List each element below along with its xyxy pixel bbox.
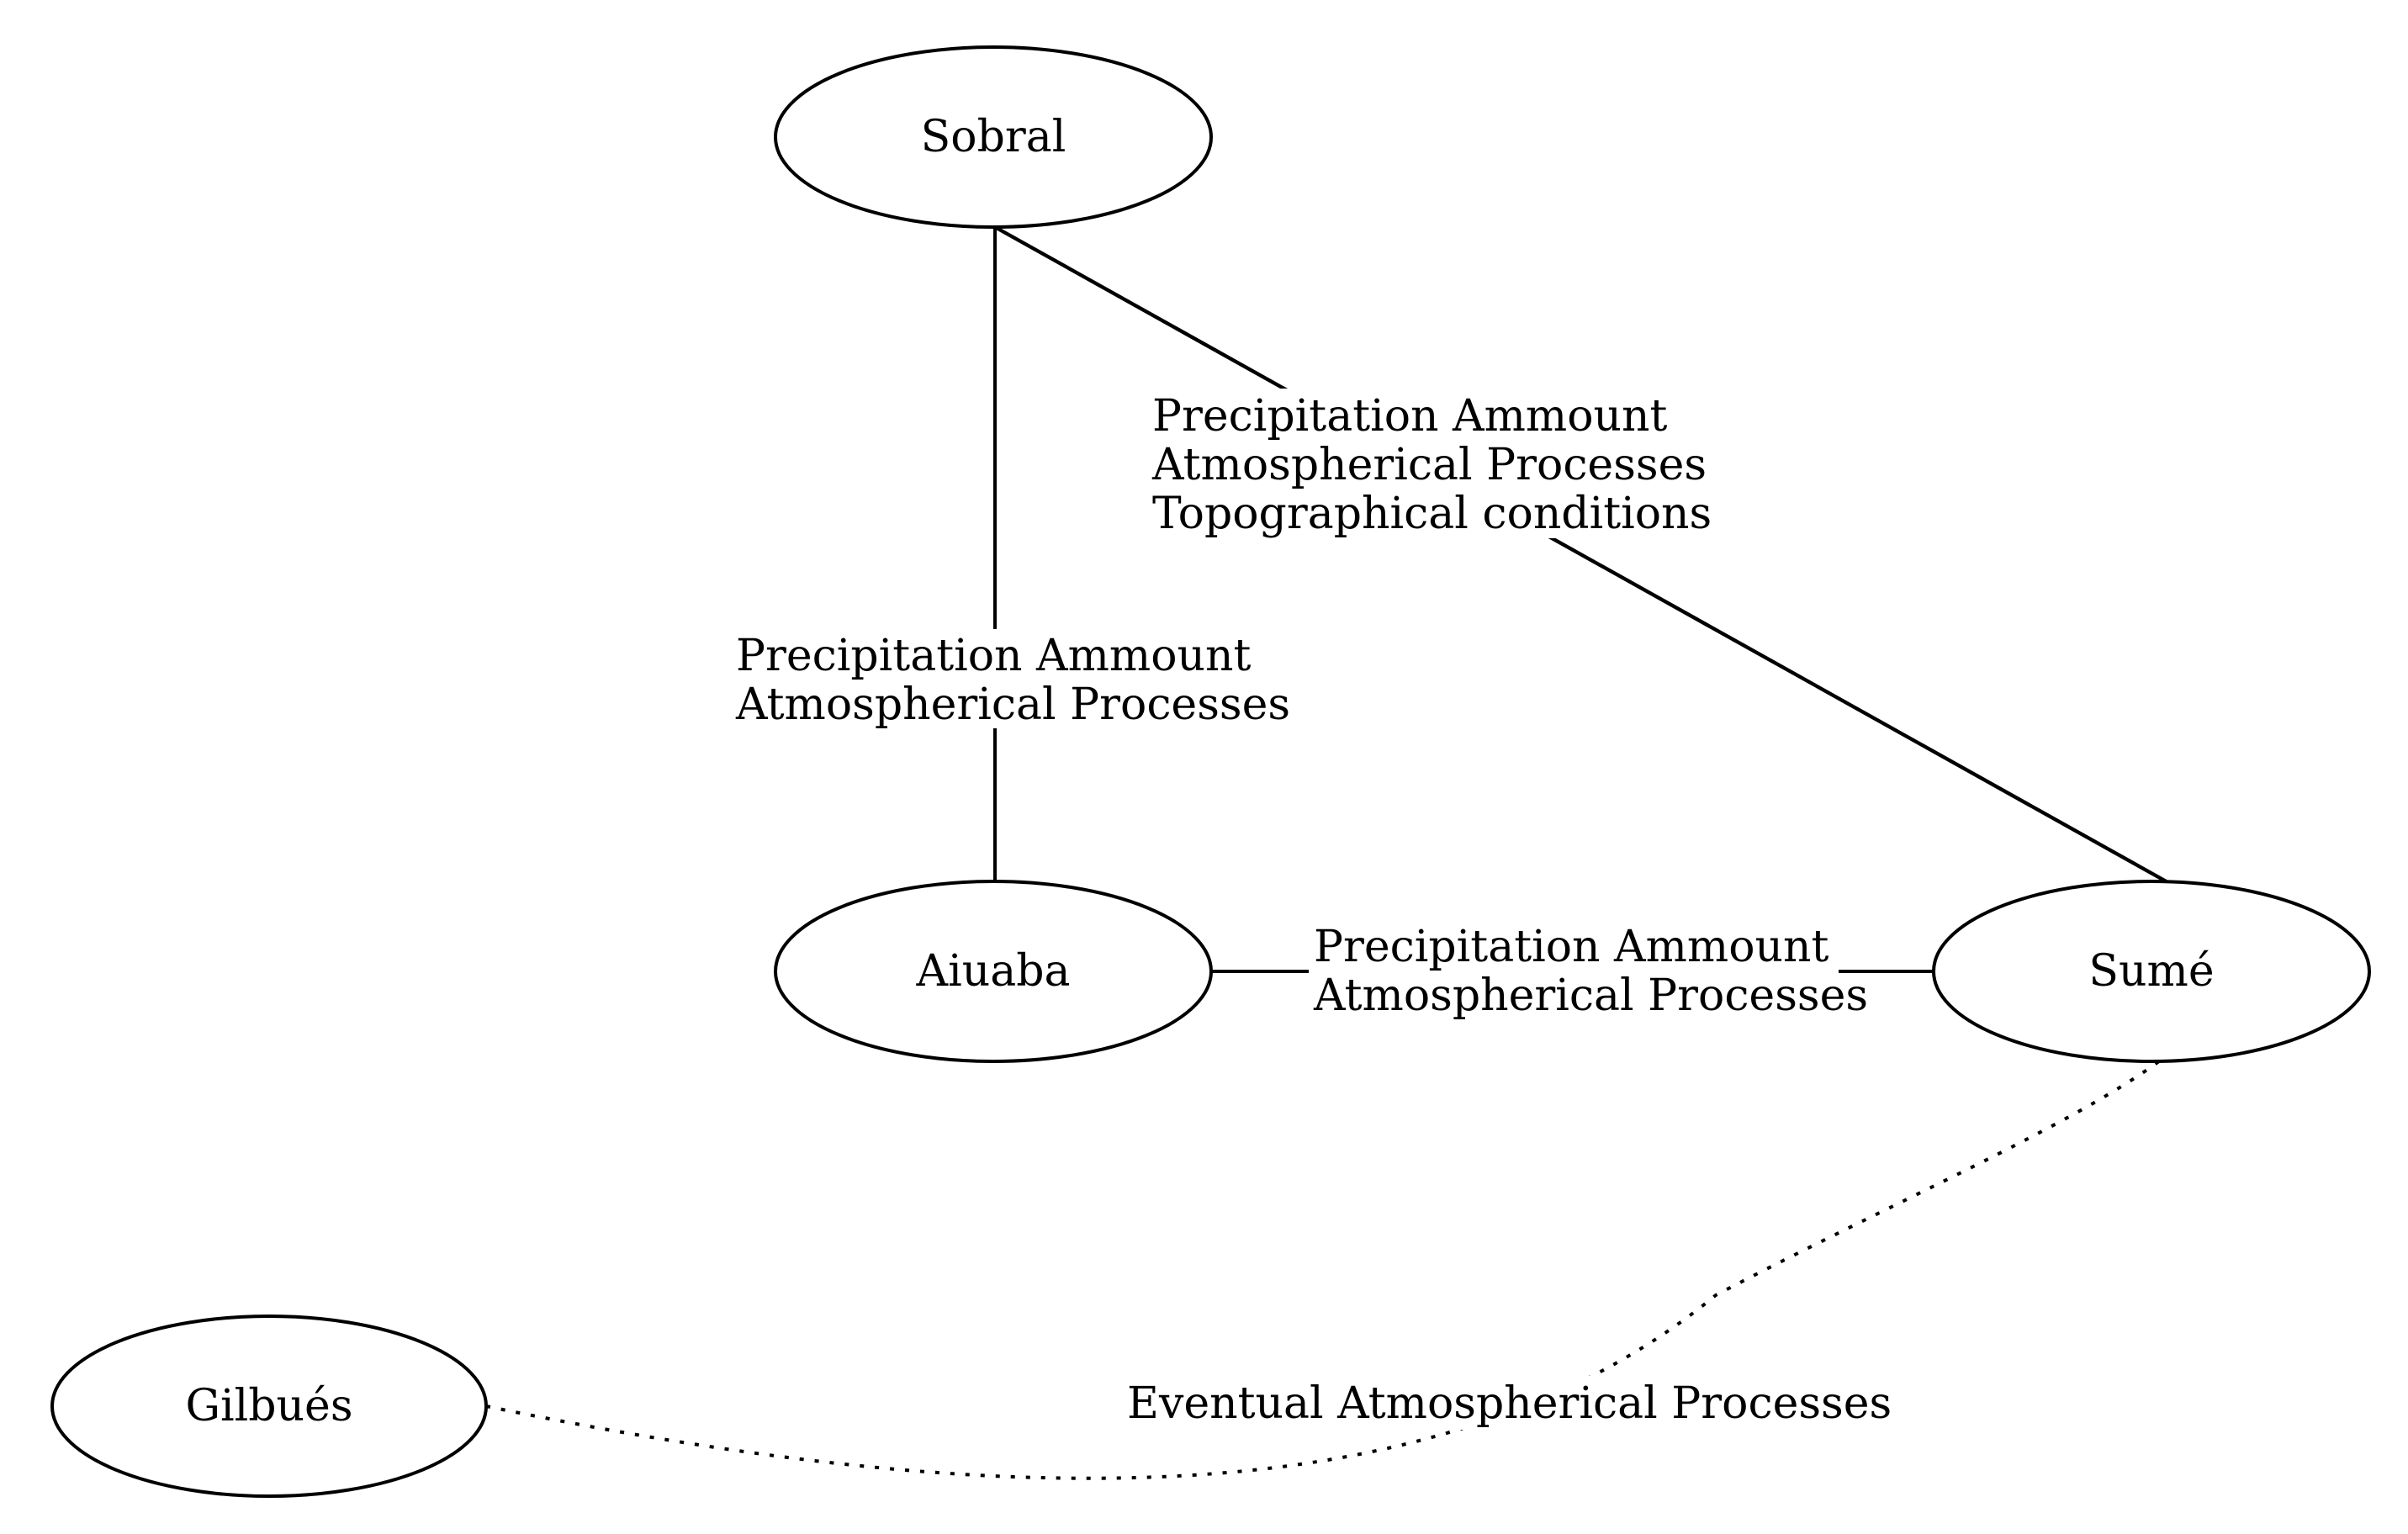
edge-label-bg-sobral-aiuaba	[730, 629, 1260, 728]
node-label-aiuaba: Aiuaba	[916, 946, 1071, 997]
edge-label-line: Topographical conditions	[1152, 489, 1712, 539]
edge-label-line: Eventual Atmospherical Processes	[1127, 1378, 1892, 1429]
node-label-gilbues: Gilbués	[185, 1381, 352, 1431]
node-label-sobral: Sobral	[921, 112, 1066, 162]
node-sobral: Sobral	[774, 45, 1213, 229]
edge-label-gilbues-sume: Eventual Atmospherical Processes	[1127, 1378, 1892, 1429]
edge-label-bg-sobral-sume	[1148, 389, 1691, 538]
edge-sobral-sume	[990, 224, 2174, 886]
edge-label-line: Atmospherical Processes	[735, 680, 1290, 730]
edge-label-line: Atmospherical Processes	[1151, 440, 1707, 490]
edge-label-aiuaba-sume: Precipitation Ammount Atmospherical Proc…	[1313, 922, 1868, 1021]
node-label-sume: Sumé	[2088, 946, 2214, 997]
edge-label-line: Atmospherical Processes	[1313, 971, 1868, 1021]
edge-label-line: Precipitation Ammount	[1152, 391, 1668, 442]
edge-label-sobral-sume: Precipitation Ammount Atmospherical Proc…	[1151, 391, 1721, 539]
node-aiuaba: Aiuaba	[774, 880, 1213, 1063]
node-sume: Sumé	[1932, 880, 2371, 1063]
edge-label-line: Precipitation Ammount	[736, 631, 1252, 681]
edge-label-bg-aiuaba-sume	[1309, 922, 1839, 1021]
edge-label-bg-gilbues-sume	[1120, 1376, 1859, 1430]
edge-label-sobral-aiuaba: Precipitation Ammount Atmospherical Proc…	[735, 631, 1290, 730]
edge-label-line: Precipitation Ammount	[1314, 922, 1829, 972]
node-gilbues: Gilbués	[50, 1314, 488, 1498]
